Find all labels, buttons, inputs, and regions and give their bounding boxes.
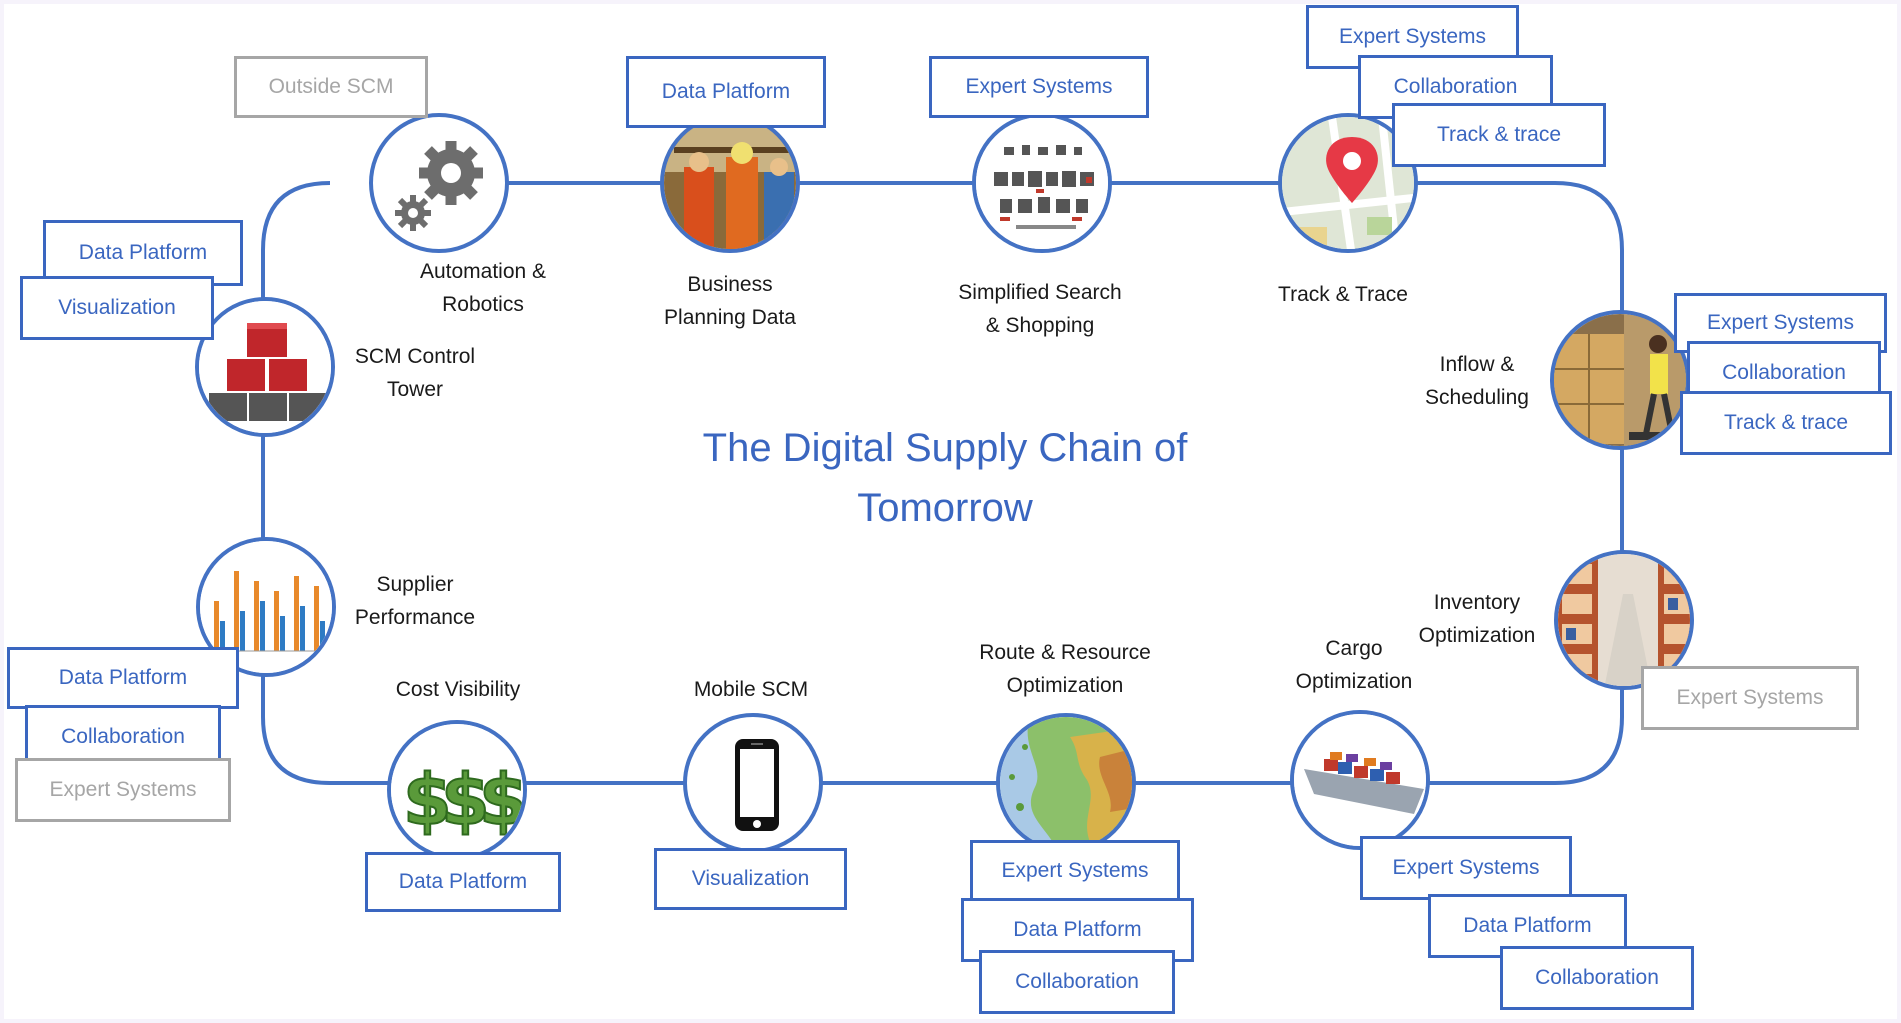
- tag-expert-systems: Expert Systems: [929, 56, 1149, 118]
- warehouse-worker-icon: [1554, 314, 1686, 446]
- node-control-tower: [195, 297, 335, 437]
- label-line: Business: [687, 273, 773, 296]
- products-catalog-icon: [976, 117, 1108, 249]
- tag-track-trace: Track & trace: [1680, 391, 1892, 455]
- terrain-map-icon: [1000, 717, 1132, 849]
- tag-data-platform: Data Platform: [365, 852, 561, 912]
- label-line: Optimization: [1295, 670, 1413, 693]
- svg-text:$: $: [441, 759, 490, 841]
- tag-data-platform: Data Platform: [626, 56, 826, 128]
- node-cost: $ $ $: [387, 720, 527, 860]
- cargo-ship-icon: [1294, 714, 1426, 846]
- label-line: Optimization: [1418, 624, 1536, 647]
- label-line: Tower: [386, 378, 444, 401]
- node-mobile-label: Mobile SCM: [671, 673, 831, 706]
- diagram-background: [4, 4, 1897, 1019]
- node-inventory-label: Inventory Optimization: [1397, 586, 1557, 652]
- label-line: Simplified Search: [958, 281, 1122, 304]
- tag-outside-scm: Outside SCM: [234, 56, 428, 118]
- label-line: Robotics: [442, 293, 524, 316]
- label-line: Performance: [354, 606, 476, 629]
- node-mobile: [683, 713, 823, 853]
- tag-expert-systems: Expert Systems: [1360, 836, 1572, 900]
- label-line: Supplier: [376, 573, 454, 596]
- node-route: [996, 713, 1136, 853]
- stacked-boxes-icon: [199, 301, 331, 433]
- label-line: SCM Control: [354, 345, 476, 368]
- label-line: Inflow &: [1439, 353, 1515, 376]
- workers-photo-icon: [664, 117, 796, 249]
- node-inflow-label: Inflow & Scheduling: [1397, 348, 1557, 414]
- node-track-trace-label: Track & Trace: [1263, 278, 1423, 311]
- node-automation: [369, 113, 509, 253]
- tag-track-trace: Track & trace: [1392, 103, 1606, 167]
- label-line: Inventory: [1433, 591, 1521, 614]
- tag-visualization: Visualization: [654, 848, 847, 910]
- tag-data-platform: Data Platform: [7, 647, 239, 709]
- tag-expert-systems: Expert Systems: [970, 840, 1180, 902]
- svg-text:$: $: [403, 759, 452, 841]
- tag-collaboration: Collaboration: [979, 950, 1175, 1014]
- tag-expert-systems: Expert Systems: [15, 758, 231, 822]
- label-line: Automation &: [419, 260, 547, 283]
- svg-text:$: $: [479, 759, 527, 841]
- diagram-title: The Digital Supply Chain of Tomorrow: [702, 426, 1188, 530]
- node-cargo-label: Cargo Optimization: [1274, 632, 1434, 698]
- smartphone-icon: [735, 739, 779, 831]
- node-track-trace: [1278, 113, 1418, 253]
- label-line: Track & Trace: [1278, 283, 1408, 306]
- label-line: Planning Data: [664, 306, 796, 329]
- node-business-label: Business Planning Data: [650, 268, 810, 334]
- node-cost-label: Cost Visibility: [378, 673, 538, 706]
- node-search-label: Simplified Search & Shopping: [950, 276, 1130, 342]
- gear-icon: [395, 141, 483, 231]
- label-line: Cost Visibility: [395, 678, 521, 701]
- label-line: Mobile SCM: [693, 678, 809, 701]
- node-inflow: [1550, 310, 1690, 450]
- label-line: Route & Resource: [979, 641, 1151, 664]
- node-automation-label: Automation & Robotics: [403, 255, 563, 321]
- node-supplier-label: Supplier Performance: [335, 568, 495, 634]
- node-route-label: Route & Resource Optimization: [975, 636, 1155, 702]
- node-business: [660, 113, 800, 253]
- dollar-signs-icon: $ $ $: [391, 724, 527, 856]
- tag-collaboration: Collaboration: [1500, 946, 1694, 1010]
- tag-visualization: Visualization: [20, 276, 214, 340]
- label-line: & Shopping: [985, 314, 1095, 337]
- tag-data-platform: Data Platform: [43, 220, 243, 286]
- warehouse-shelves-icon: [1558, 554, 1690, 686]
- node-cargo: [1290, 710, 1430, 850]
- tag-expert-systems: Expert Systems: [1641, 666, 1859, 730]
- label-line: Scheduling: [1425, 386, 1529, 409]
- node-search: [972, 113, 1112, 253]
- node-control-tower-label: SCM Control Tower: [335, 340, 495, 406]
- label-line: Cargo: [1325, 637, 1383, 660]
- label-line: Optimization: [1006, 674, 1124, 697]
